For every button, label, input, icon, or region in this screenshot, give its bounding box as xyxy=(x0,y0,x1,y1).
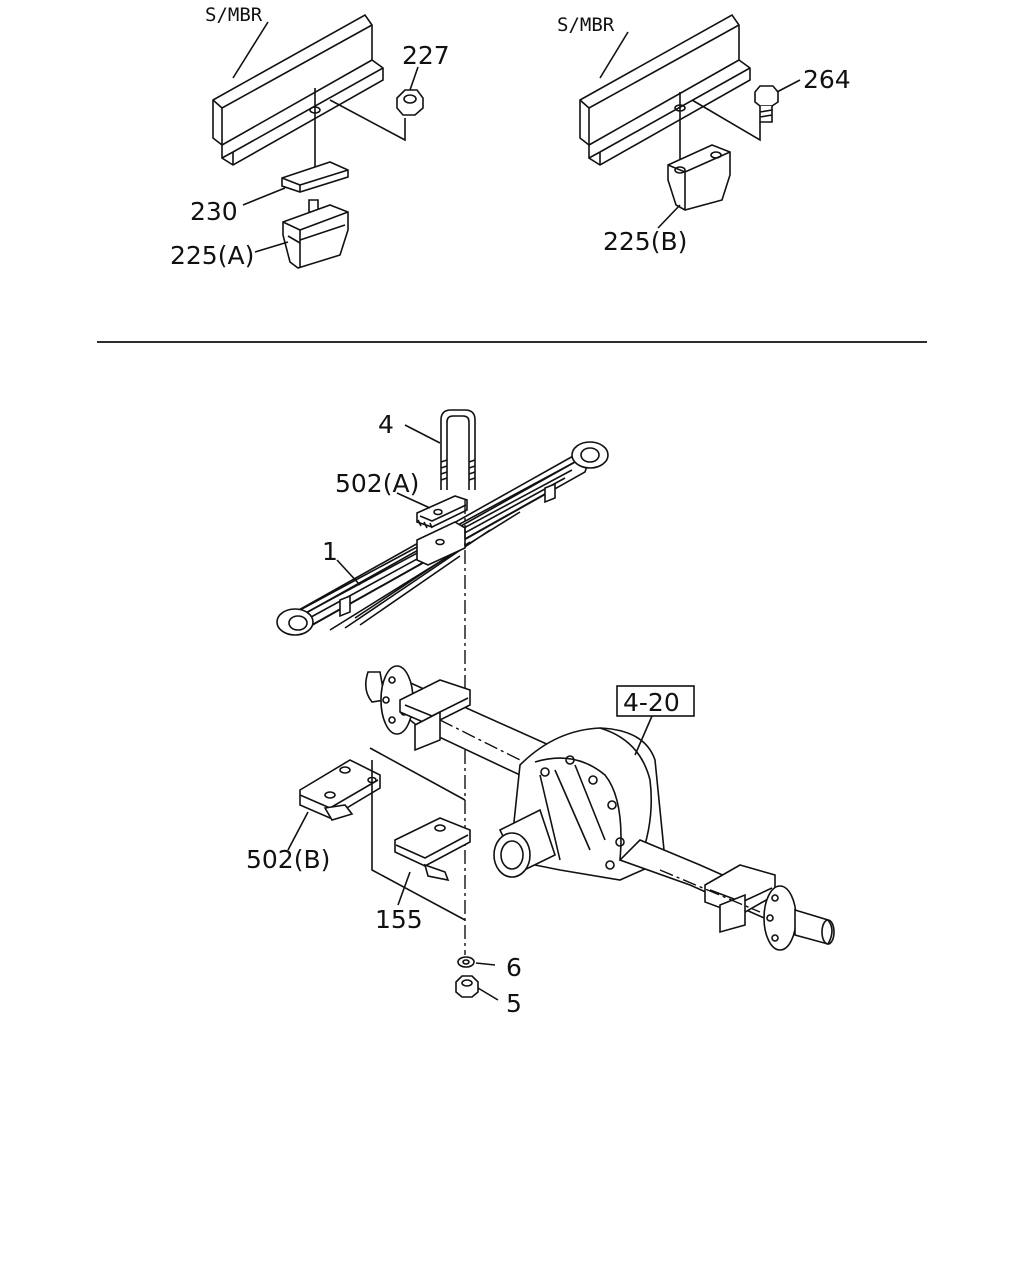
bracket-155 xyxy=(394,817,471,882)
callout-155: 155 xyxy=(375,905,423,934)
upper-plate-502a xyxy=(416,495,468,529)
leader-155 xyxy=(397,871,411,906)
leader-4 xyxy=(404,424,441,444)
lower-plate-502b xyxy=(299,759,381,821)
assembly-line-502b xyxy=(369,747,466,801)
side-member-right xyxy=(579,13,751,166)
leader-225b xyxy=(657,204,681,229)
callout-1: 1 xyxy=(322,537,338,566)
ref-box-4-20 xyxy=(616,685,695,717)
callout-225b: 225(B) xyxy=(603,227,687,256)
leader-230 xyxy=(242,187,286,206)
nut-227 xyxy=(396,89,424,116)
member-label-right: S/MBR xyxy=(557,14,615,36)
leader-1 xyxy=(336,559,361,586)
assembly-line-left xyxy=(329,99,406,142)
assembly-line-155 xyxy=(371,760,466,921)
leader-4-20 xyxy=(634,715,653,756)
leader-member-right xyxy=(599,31,629,79)
callout-5: 5 xyxy=(506,989,522,1018)
callout-225a: 225(A) xyxy=(170,241,254,270)
leader-264 xyxy=(776,79,801,93)
side-member-left xyxy=(212,13,384,166)
leader-6 xyxy=(475,962,496,966)
leaf-spring-1 xyxy=(276,441,609,636)
leader-502b xyxy=(287,811,309,851)
callout-502a: 502(A) xyxy=(335,469,419,498)
leader-225a xyxy=(254,241,289,253)
leader-member-left xyxy=(232,21,269,79)
callout-264: 264 xyxy=(803,65,851,94)
assembly-line-right xyxy=(691,99,761,142)
stopper-225b xyxy=(667,144,731,211)
u-bolt-4 xyxy=(440,409,476,490)
stopper-225a xyxy=(282,199,349,269)
main-assembly: 4 502(A) 1 xyxy=(246,409,835,1018)
leader-227 xyxy=(409,66,419,91)
washer-6 xyxy=(457,956,475,968)
callout-227: 227 xyxy=(402,41,450,70)
leader-502a xyxy=(396,492,431,509)
member-label-left: S/MBR xyxy=(205,4,263,26)
callout-4: 4 xyxy=(378,410,394,439)
bolt-264 xyxy=(754,85,779,123)
top-left-assembly: S/MBR 227 230 225(A) xyxy=(170,4,450,270)
plate-230 xyxy=(281,161,349,193)
callout-6: 6 xyxy=(506,953,522,982)
callout-502b: 502(B) xyxy=(246,845,330,874)
axle-housing xyxy=(364,665,835,951)
nut-5 xyxy=(455,975,479,998)
callout-230: 230 xyxy=(190,197,238,226)
leader-5 xyxy=(477,987,499,1001)
callout-4-20: 4-20 xyxy=(623,688,680,717)
top-right-assembly: S/MBR 264 225(B) xyxy=(557,13,851,256)
